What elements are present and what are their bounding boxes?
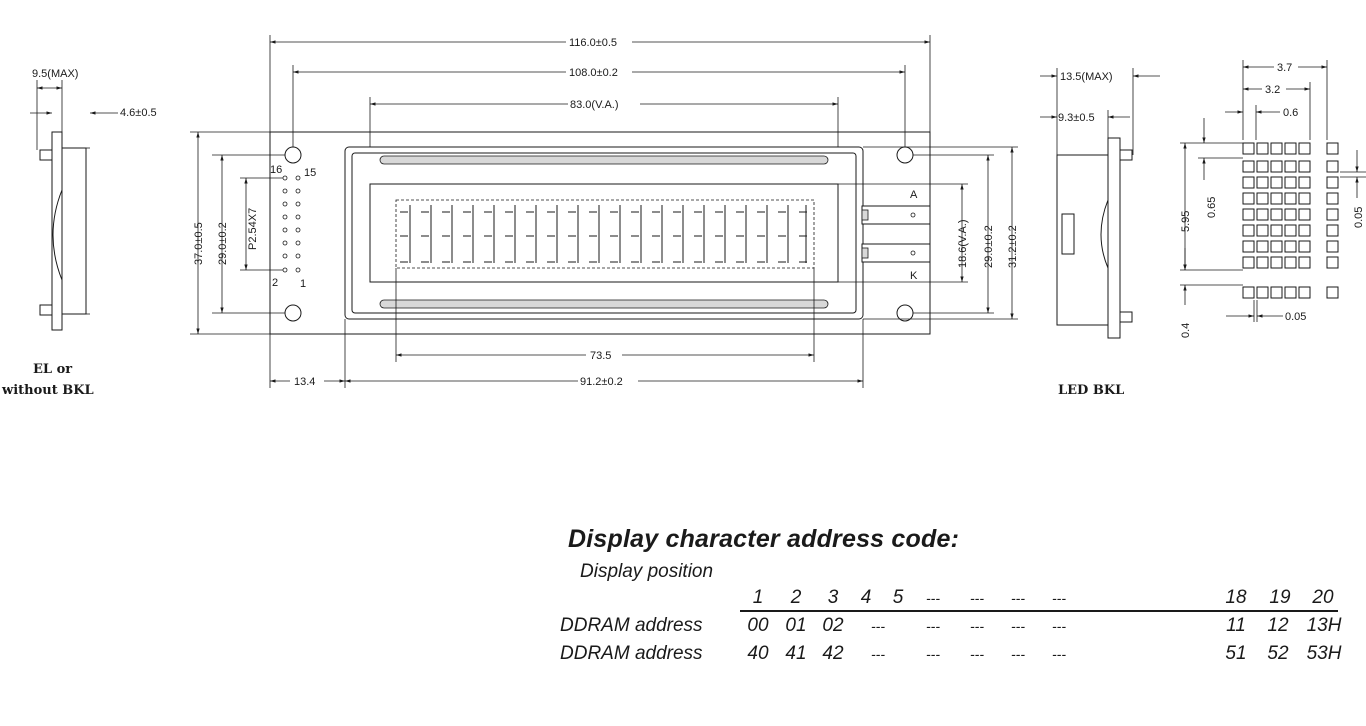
row-cell: 01: [785, 615, 807, 636]
dim-pitch: P2.54X7: [247, 208, 259, 250]
character-dot-detail: 3.7 3.2 0.6 5.95 0.65 0.4: [1180, 60, 1366, 338]
side-view-el: 9.5(MAX) 4.6±0.5 EL or without BKL: [1, 68, 157, 398]
header-cell: 18: [1225, 587, 1247, 608]
dim-134: 13.4: [294, 376, 315, 388]
row-cell: ---: [970, 646, 984, 662]
header-cell: 5: [892, 587, 904, 608]
dim-735: 73.5: [590, 350, 611, 362]
dim-595-detail: 5.95: [1180, 211, 1192, 232]
row-cell: ---: [1052, 646, 1066, 662]
dim-37: 37.0±0.5: [193, 222, 205, 265]
header-cell: ---: [926, 590, 940, 606]
row-cell: ---: [926, 646, 940, 662]
dim-065-detail: 0.65: [1206, 197, 1218, 218]
front-view: 116.0±0.5 108.0±0.2 83.0(V.A.): [190, 35, 1019, 388]
dim-912: 91.2±0.2: [580, 376, 623, 388]
pin-16-label: 16: [270, 164, 282, 176]
row-cell: 42: [822, 643, 844, 664]
side-view-led: 13.5(MAX) 9.3±0.5 LED BKL: [1040, 68, 1160, 398]
caption-el-2: without BKL: [1, 383, 94, 398]
dim-04-detail: 0.4: [1180, 323, 1192, 338]
caption-led: LED BKL: [1058, 383, 1124, 398]
display-position-label: Display position: [580, 561, 714, 582]
row-cell: 02: [822, 615, 844, 636]
dim-29-right: 29.0±0.2: [983, 225, 995, 268]
header-cell: ---: [970, 590, 984, 606]
header-cell: ---: [1052, 590, 1066, 606]
row-cell: 52: [1267, 643, 1289, 664]
row-cell: ---: [1011, 646, 1025, 662]
header-cell: 2: [790, 587, 802, 608]
row-cell: 00: [747, 615, 769, 636]
dim-32-detail: 3.2: [1265, 84, 1280, 96]
dim-116: 116.0±0.5: [569, 37, 617, 49]
pin-k-label: K: [910, 270, 918, 282]
row-cell: 12: [1267, 615, 1289, 636]
dim-06-detail: 0.6: [1283, 107, 1298, 119]
address-code-table: Display character address code: Display …: [560, 525, 1350, 685]
header-cell: 20: [1312, 587, 1334, 608]
row-cell: ---: [1052, 618, 1066, 634]
lcd-mechanical-drawing: 9.5(MAX) 4.6±0.5 EL or without BKL 116.0…: [1, 35, 1366, 398]
dim-37-detail: 3.7: [1277, 62, 1292, 74]
pin-2-label: 2: [272, 277, 278, 289]
dim-186-va: 18.6(V.A.): [957, 219, 969, 268]
row-cell: 51: [1225, 643, 1247, 664]
row-cell: ---: [1011, 618, 1025, 634]
header-cell: 19: [1269, 587, 1291, 608]
pin-a-label: A: [910, 189, 918, 201]
row-cell: ---: [970, 618, 984, 634]
address-title: Display character address code:: [568, 525, 960, 553]
dim-led-max: 13.5(MAX): [1060, 71, 1113, 83]
dim-005-bottom: 0.05: [1285, 311, 1306, 323]
dim-29-left: 29.0±0.2: [217, 222, 229, 265]
row-cell: 13H: [1306, 615, 1342, 636]
row-cell: 40: [747, 643, 769, 664]
row-cell: ---: [871, 646, 885, 662]
dim-005-right: 0.05: [1353, 207, 1365, 228]
header-cell: ---: [1011, 590, 1025, 606]
dim-108: 108.0±0.2: [569, 67, 618, 79]
row-cell: 41: [785, 643, 807, 664]
row-label: DDRAM address: [560, 615, 703, 636]
caption-el: EL or: [33, 362, 72, 377]
dim-led-thickness: 9.3±0.5: [1058, 112, 1095, 124]
connector-pins: [282, 175, 301, 273]
pin-1-label: 1: [300, 278, 306, 290]
row-cell: ---: [926, 618, 940, 634]
character-cells: [400, 205, 810, 263]
header-rule: [740, 610, 1338, 612]
row-cell: 11: [1226, 615, 1246, 636]
dim-el-thickness: 4.6±0.5: [120, 107, 157, 119]
pin-15-label: 15: [304, 167, 316, 179]
row-cell: ---: [871, 618, 885, 634]
header-cell: 4: [860, 587, 872, 608]
dim-83-va: 83.0(V.A.): [570, 99, 619, 111]
dim-el-max: 9.5(MAX): [32, 68, 78, 80]
row-cell: 53H: [1306, 643, 1342, 664]
header-cell: 1: [752, 587, 764, 608]
header-cell: 3: [827, 587, 839, 608]
row-label: DDRAM address: [560, 643, 703, 664]
dim-312: 31.2±0.2: [1007, 225, 1019, 268]
